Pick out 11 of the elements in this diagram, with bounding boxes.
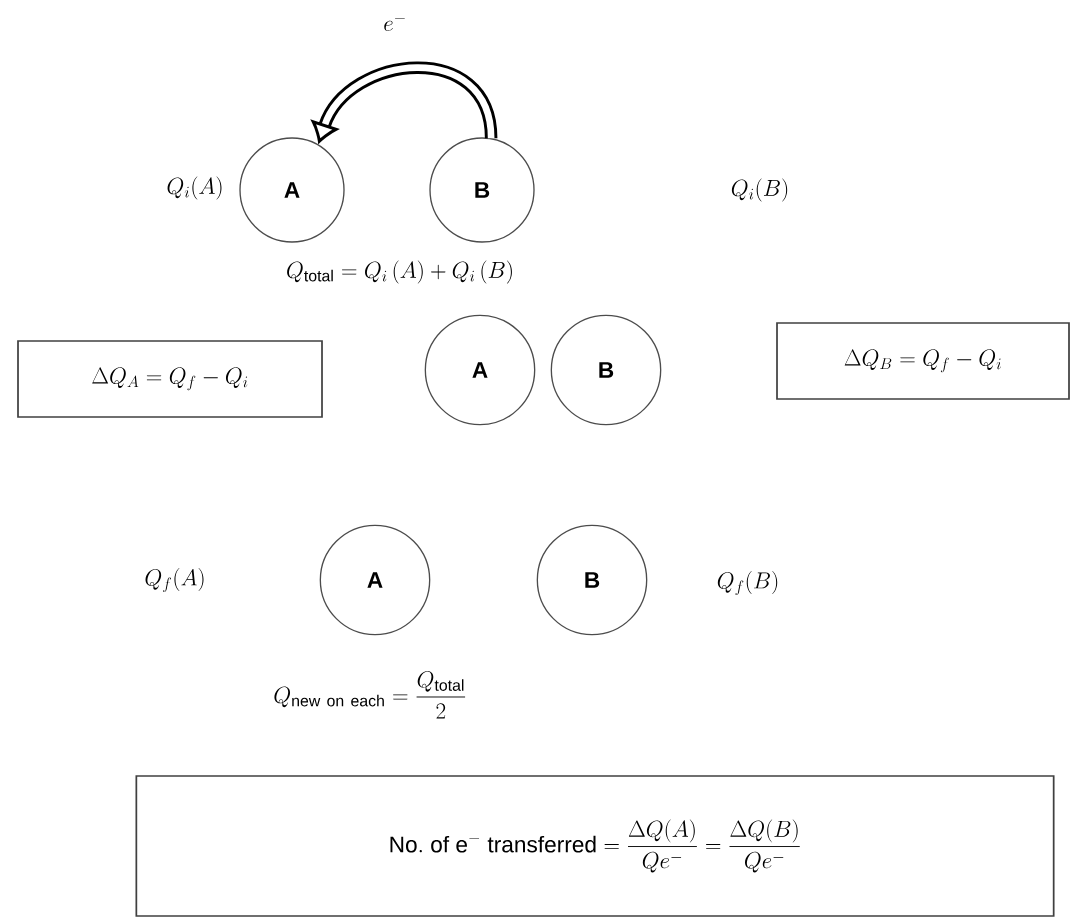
curved-arrow	[311, 61, 498, 143]
edge-label: $e^{-}$	[381, 11, 409, 33]
equation: $Q_f(B)$	[717, 571, 778, 596]
equation: $Q_i(A)$	[167, 176, 222, 200]
equation: $Q_f(A)$	[145, 568, 204, 593]
equation: $Q_i(B)$	[731, 178, 788, 202]
equation: $Q_{\mathrm{new\ on\ each}} = \dfrac{Q_{\mathrm{total}}}{2}$	[274, 670, 466, 719]
formula-box: $\Delta Q_B = Q_f - Q_i$	[776, 322, 1070, 400]
formula-box: $\mathrm{No.\ of\ e^{-}\ transferred} = \dfrac{\Delta Q(A)}{Qe^{-}} = \dfrac{\Delta Q(B)}{Qe^{-}}$	[135, 775, 1055, 917]
formula-box: $\Delta Q_A = Q_f - Q_i$	[17, 340, 323, 418]
equation: $Q_{\mathrm{total}} = Q_i\,(A) + Q_i\,(B)$	[287, 260, 512, 284]
